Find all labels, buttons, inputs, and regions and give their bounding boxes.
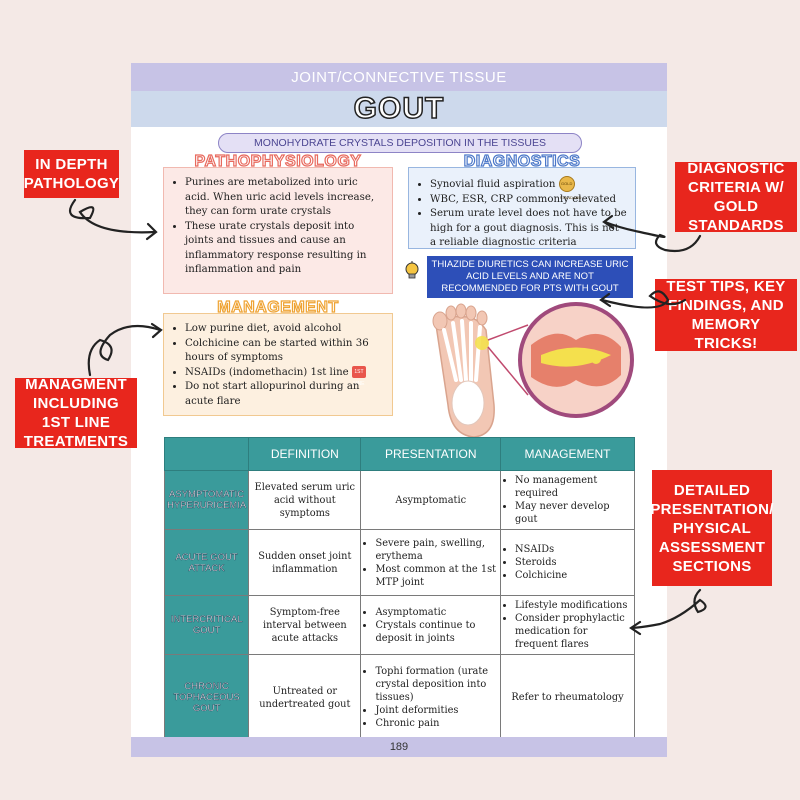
callout-in-depth-pathology: IN DEPTH PATHOLOGY — [24, 150, 119, 198]
callout-test-tips: TEST TIPS, KEY FINDINGS, AND MEMORY TRIC… — [655, 278, 797, 352]
management-title: MANAGEMENT — [217, 299, 339, 316]
callout-presentation: DETAILED PRESENTATION/ PHYSICAL ASSESSME… — [650, 470, 773, 586]
callout-diagnostic-criteria: DIAGNOSTIC CRITERIA W/ GOLD STANDARDS — [675, 160, 797, 234]
list-item: Steroids — [515, 556, 630, 569]
list-item: Consider prophylactic medication for fre… — [515, 612, 630, 651]
table-cell: Tophi formation (urate crystal depositio… — [360, 654, 502, 741]
lightbulb-icon — [405, 261, 419, 279]
row-header: ASYMPTOMATIC HYPERURICEMIA — [163, 470, 250, 530]
management-box: MANAGEMENT Low purine diet, avoid alcoho… — [163, 299, 393, 416]
gold-standard-badge-icon: GOLD STANDARD — [558, 176, 581, 200]
callout-management: MANAGMENT INCLUDING 1ST LINE TREATMENTS — [15, 376, 137, 450]
list-item: Crystals continue to deposit in joints — [375, 619, 496, 645]
list-item: Tophi formation (urate crystal depositio… — [375, 665, 496, 704]
list-item: Do not start allopurinol during an acute… — [185, 380, 384, 409]
list-item: Serum urate level does not have to be hi… — [430, 207, 627, 251]
list-item: NSAIDs — [515, 543, 630, 556]
diagnostics-box: DIAGNOSTICS Synovial fluid aspiration GO… — [408, 153, 636, 251]
list-item: Low purine diet, avoid alcohol — [185, 322, 384, 337]
list-item: WBC, ESR, CRP commonly elevated — [430, 193, 627, 208]
section-header: JOINT/CONNECTIVE TISSUE — [131, 63, 667, 91]
table-cell: Sudden onset joint inflammation — [248, 529, 362, 596]
diagnostics-title: DIAGNOSTICS — [463, 153, 581, 170]
table-row: CHRONIC TOPHACEOUS GOUT Untreated or und… — [163, 654, 635, 741]
column-header: PRESENTATION — [360, 437, 502, 471]
list-item: Synovial fluid aspiration GOLD STANDARD — [430, 176, 627, 200]
table-row: ACUTE GOUT ATTACK Sudden onset joint inf… — [163, 529, 635, 596]
list-item: Colchicine can be started within 36 hour… — [185, 337, 384, 366]
column-header: MANAGEMENT — [500, 437, 635, 471]
page-number: 189 — [131, 737, 667, 757]
row-header: CHRONIC TOPHACEOUS GOUT — [163, 654, 250, 741]
list-item: Chronic pain — [375, 717, 496, 730]
list-item: Asymptomatic — [375, 606, 496, 619]
list-item: These urate crystals deposit into joints… — [185, 220, 384, 278]
list-item: Joint deformities — [375, 704, 496, 717]
table-cell: Symptom-free interval between acute atta… — [248, 595, 362, 655]
subtitle-pill: MONOHYDRATE CRYSTALS DEPOSITION IN THE T… — [218, 133, 582, 153]
list-item: No management required — [515, 474, 630, 500]
list-item: Severe pain, swelling, erythema — [375, 537, 496, 563]
table-cell: Elevated serum uric acid without symptom… — [248, 470, 362, 530]
page-title: GOUT — [131, 91, 667, 127]
first-line-badge-icon: 1ST LINE — [351, 365, 366, 387]
column-header: DEFINITION — [248, 437, 362, 471]
foot-illustration — [432, 302, 634, 438]
table-cell: Asymptomatic — [360, 470, 502, 530]
gout-stages-table: DEFINITION PRESENTATION MANAGEMENT ASYMP… — [163, 437, 635, 741]
table-cell: Severe pain, swelling, erythemaMost comm… — [360, 529, 502, 596]
table-row: INTERCRITICAL GOUT Symptom-free interval… — [163, 595, 635, 655]
study-page: JOINT/CONNECTIVE TISSUE GOUT MONOHYDRATE… — [131, 63, 667, 757]
table-cell: AsymptomaticCrystals continue to deposit… — [360, 595, 502, 655]
list-item: Purines are metabolized into uric acid. … — [185, 176, 384, 220]
list-item: Lifestyle modifications — [515, 599, 630, 612]
list-item: Most common at the 1st MTP joint — [375, 563, 496, 589]
list-item: Colchicine — [515, 569, 630, 582]
list-item: NSAIDs (indomethacin) 1st line 1ST LINE — [185, 365, 384, 387]
table-corner — [163, 437, 250, 471]
table-cell: Refer to rheumatology — [500, 654, 635, 741]
pathophysiology-box: PATHOPHYSIOLOGY Purines are metabolized … — [163, 153, 393, 294]
test-tip-banner: THIAZIDE DIURETICS CAN INCREASE URIC ACI… — [427, 256, 633, 298]
list-item: May never develop gout — [515, 500, 630, 526]
table-cell: Lifestyle modificationsConsider prophyla… — [500, 595, 635, 655]
table-row: ASYMPTOMATIC HYPERURICEMIA Elevated seru… — [163, 470, 635, 530]
table-cell: Untreated or undertreated gout — [248, 654, 362, 741]
row-header: INTERCRITICAL GOUT — [163, 595, 250, 655]
row-header: ACUTE GOUT ATTACK — [163, 529, 250, 596]
table-cell: NSAIDsSteroidsColchicine — [500, 529, 635, 596]
pathophysiology-title: PATHOPHYSIOLOGY — [194, 153, 362, 170]
table-cell: No management requiredMay never develop … — [500, 470, 635, 530]
